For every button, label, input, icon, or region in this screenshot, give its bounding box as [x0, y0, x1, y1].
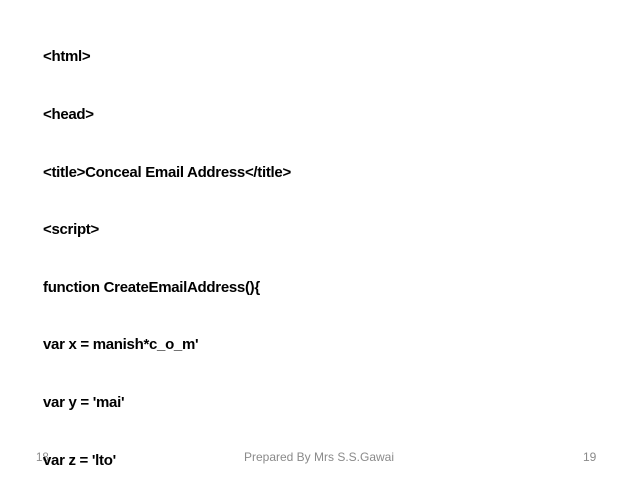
- code-line: <head>: [43, 106, 94, 123]
- code-line: <script>: [43, 221, 99, 239]
- footer-page-number: 19: [583, 450, 597, 464]
- code-line: var z = 'lto': [43, 451, 116, 469]
- code-line: var x = manish*c_o_m': [43, 336, 199, 354]
- footer-date: 18: [36, 452, 49, 464]
- footer-credit: Prepared By Mrs S.S.Gawai: [243, 450, 395, 464]
- code-block: <html> <head> <title>Conceal Email Addre…: [43, 9, 291, 478]
- code-line: <html>: [43, 48, 91, 66]
- code-line: var y = 'mai': [43, 393, 125, 411]
- code-line: function CreateEmailAddress(){: [43, 278, 260, 296]
- code-line: <title>Conceal Email Address</title>: [43, 163, 291, 181]
